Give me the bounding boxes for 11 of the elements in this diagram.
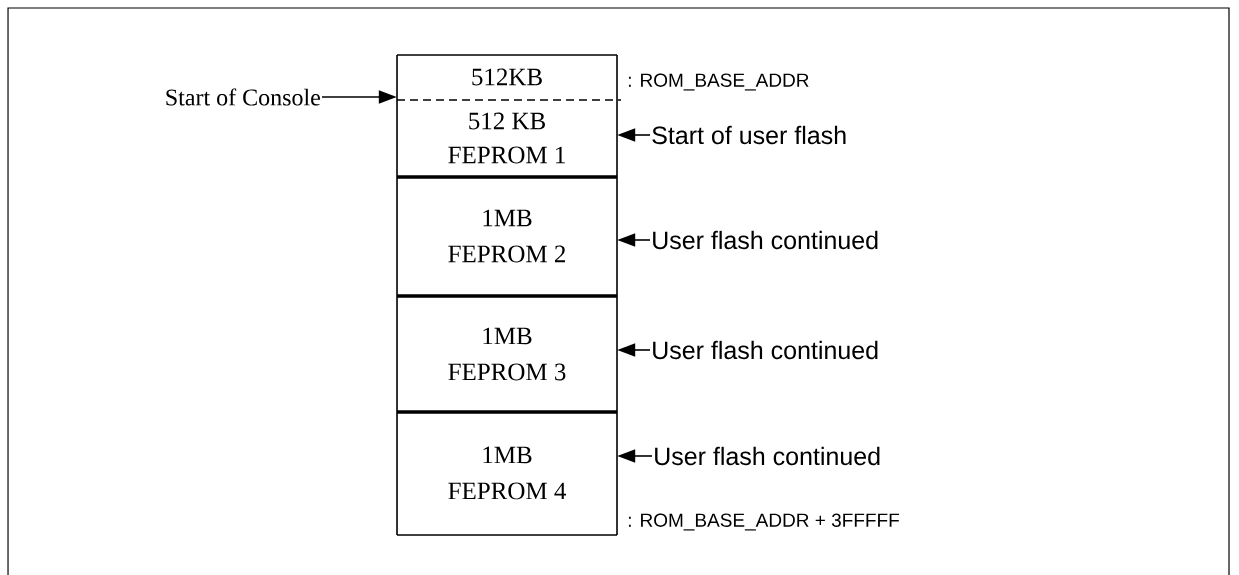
memory-block: 1MB FEPROM 4 [396,410,618,536]
callout-text: User flash continued [653,340,878,360]
address-label: : ROM_BASE_ADDR [628,73,809,91]
memory-block: 1MB FEPROM 3 [396,294,618,414]
memory-block: 512 KB FEPROM 1 [396,99,618,179]
callout-text: User flash continued [655,446,880,466]
callout-text: Start of user flash [652,125,846,145]
memory-block: 1MB FEPROM 2 [396,175,618,298]
memory-block: 512KB [396,54,622,101]
callout-text: Start of Console [166,88,320,106]
callout-text: User flash continued [653,230,878,250]
